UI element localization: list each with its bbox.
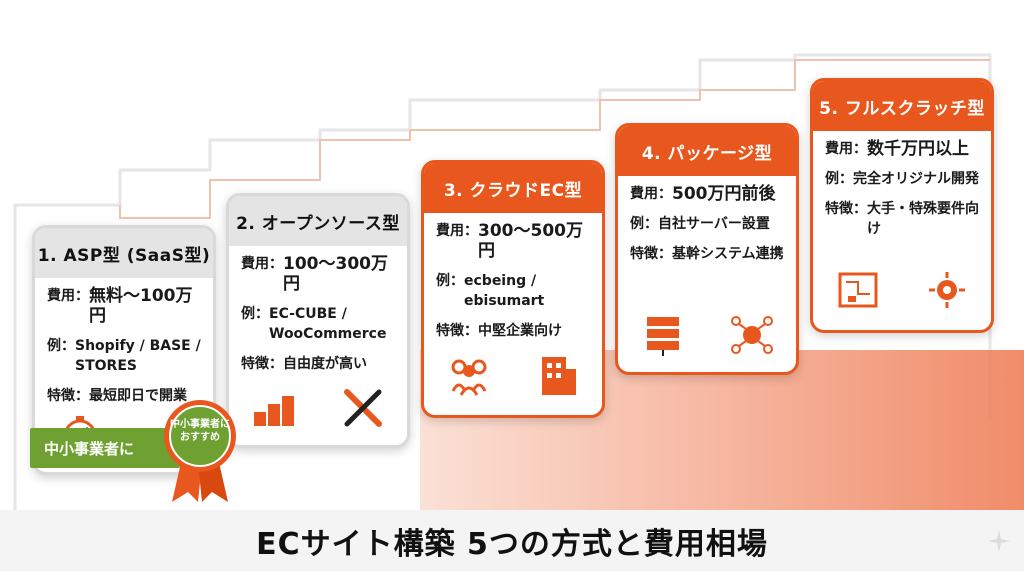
example-row: 例：Shopify / BASE / STORES	[47, 338, 201, 374]
card-heading: 5. フルスクラッチ型	[813, 81, 991, 131]
feature-row: 特徴：大手・特殊要件向け	[825, 201, 979, 237]
feature-row: 特徴：中堅企業向け	[436, 323, 562, 339]
recommended-badge-icon	[164, 400, 236, 502]
card-full-scratch: 5. フルスクラッチ型 費用：数千万円以上 例：完全オリジナル開発 特徴：大手・…	[810, 78, 994, 333]
feature-row: 特徴：最短即日で開業	[47, 388, 187, 404]
sparkle-icon	[988, 530, 1010, 552]
feature-row: 特徴：基幹システム連携	[630, 246, 784, 262]
card-asp: 1. ASP型 (SaaS型) 費用：無料〜100万円 例：Shopify / …	[32, 225, 216, 475]
database-network-icon	[730, 316, 773, 354]
cost-row: 費用：数千万円以上	[825, 139, 969, 159]
card-open-source: 2. オープンソース型 費用：100〜300万円 例：EC-CUBE / Woo…	[226, 193, 410, 448]
example-row: 例：EC-CUBE / WooCommerce	[241, 306, 387, 342]
card-heading: 3. クラウドEC型	[424, 163, 602, 213]
card-heading: 2. オープンソース型	[229, 196, 407, 246]
feature-row: 特徴：自由度が高い	[241, 356, 367, 372]
card-heading: 4. パッケージ型	[618, 126, 796, 176]
example-row: 例：ecbeing / ebisumart	[436, 273, 545, 309]
example-row: 例：完全オリジナル開発	[825, 171, 979, 187]
server-icon	[646, 317, 679, 356]
cost-row: 費用：300〜500万円	[436, 221, 583, 261]
card-package: 4. パッケージ型 費用：500万円前後 例：自社サーバー設置 特徴：基幹システ…	[615, 123, 799, 375]
title-bar: ECサイト構築 5つの方式と費用相場	[0, 510, 1024, 571]
example-row: 例：自社サーバー設置	[630, 216, 770, 232]
cost-row: 費用：500万円前後	[630, 184, 776, 204]
small-business-tag: 中小事業者に	[30, 428, 180, 468]
cost-row: 費用：無料〜100万円	[47, 286, 193, 326]
badge-label: 中小事業者に おすすめ	[170, 419, 230, 443]
card-heading: 1. ASP型 (SaaS型)	[35, 228, 213, 278]
blueprint-icon	[838, 272, 877, 308]
people-icon	[451, 359, 486, 396]
tools-icon	[343, 389, 382, 427]
page-title: ECサイト構築 5つの方式と費用相場	[256, 526, 768, 562]
card-cloud-ec: 3. クラウドEC型 費用：300〜500万円 例：ecbeing / ebis…	[421, 160, 605, 418]
blocks-icon	[253, 396, 294, 426]
building-icon	[541, 357, 576, 395]
gear-circuit-icon	[928, 272, 965, 308]
cost-row: 費用：100〜300万円	[241, 254, 388, 294]
